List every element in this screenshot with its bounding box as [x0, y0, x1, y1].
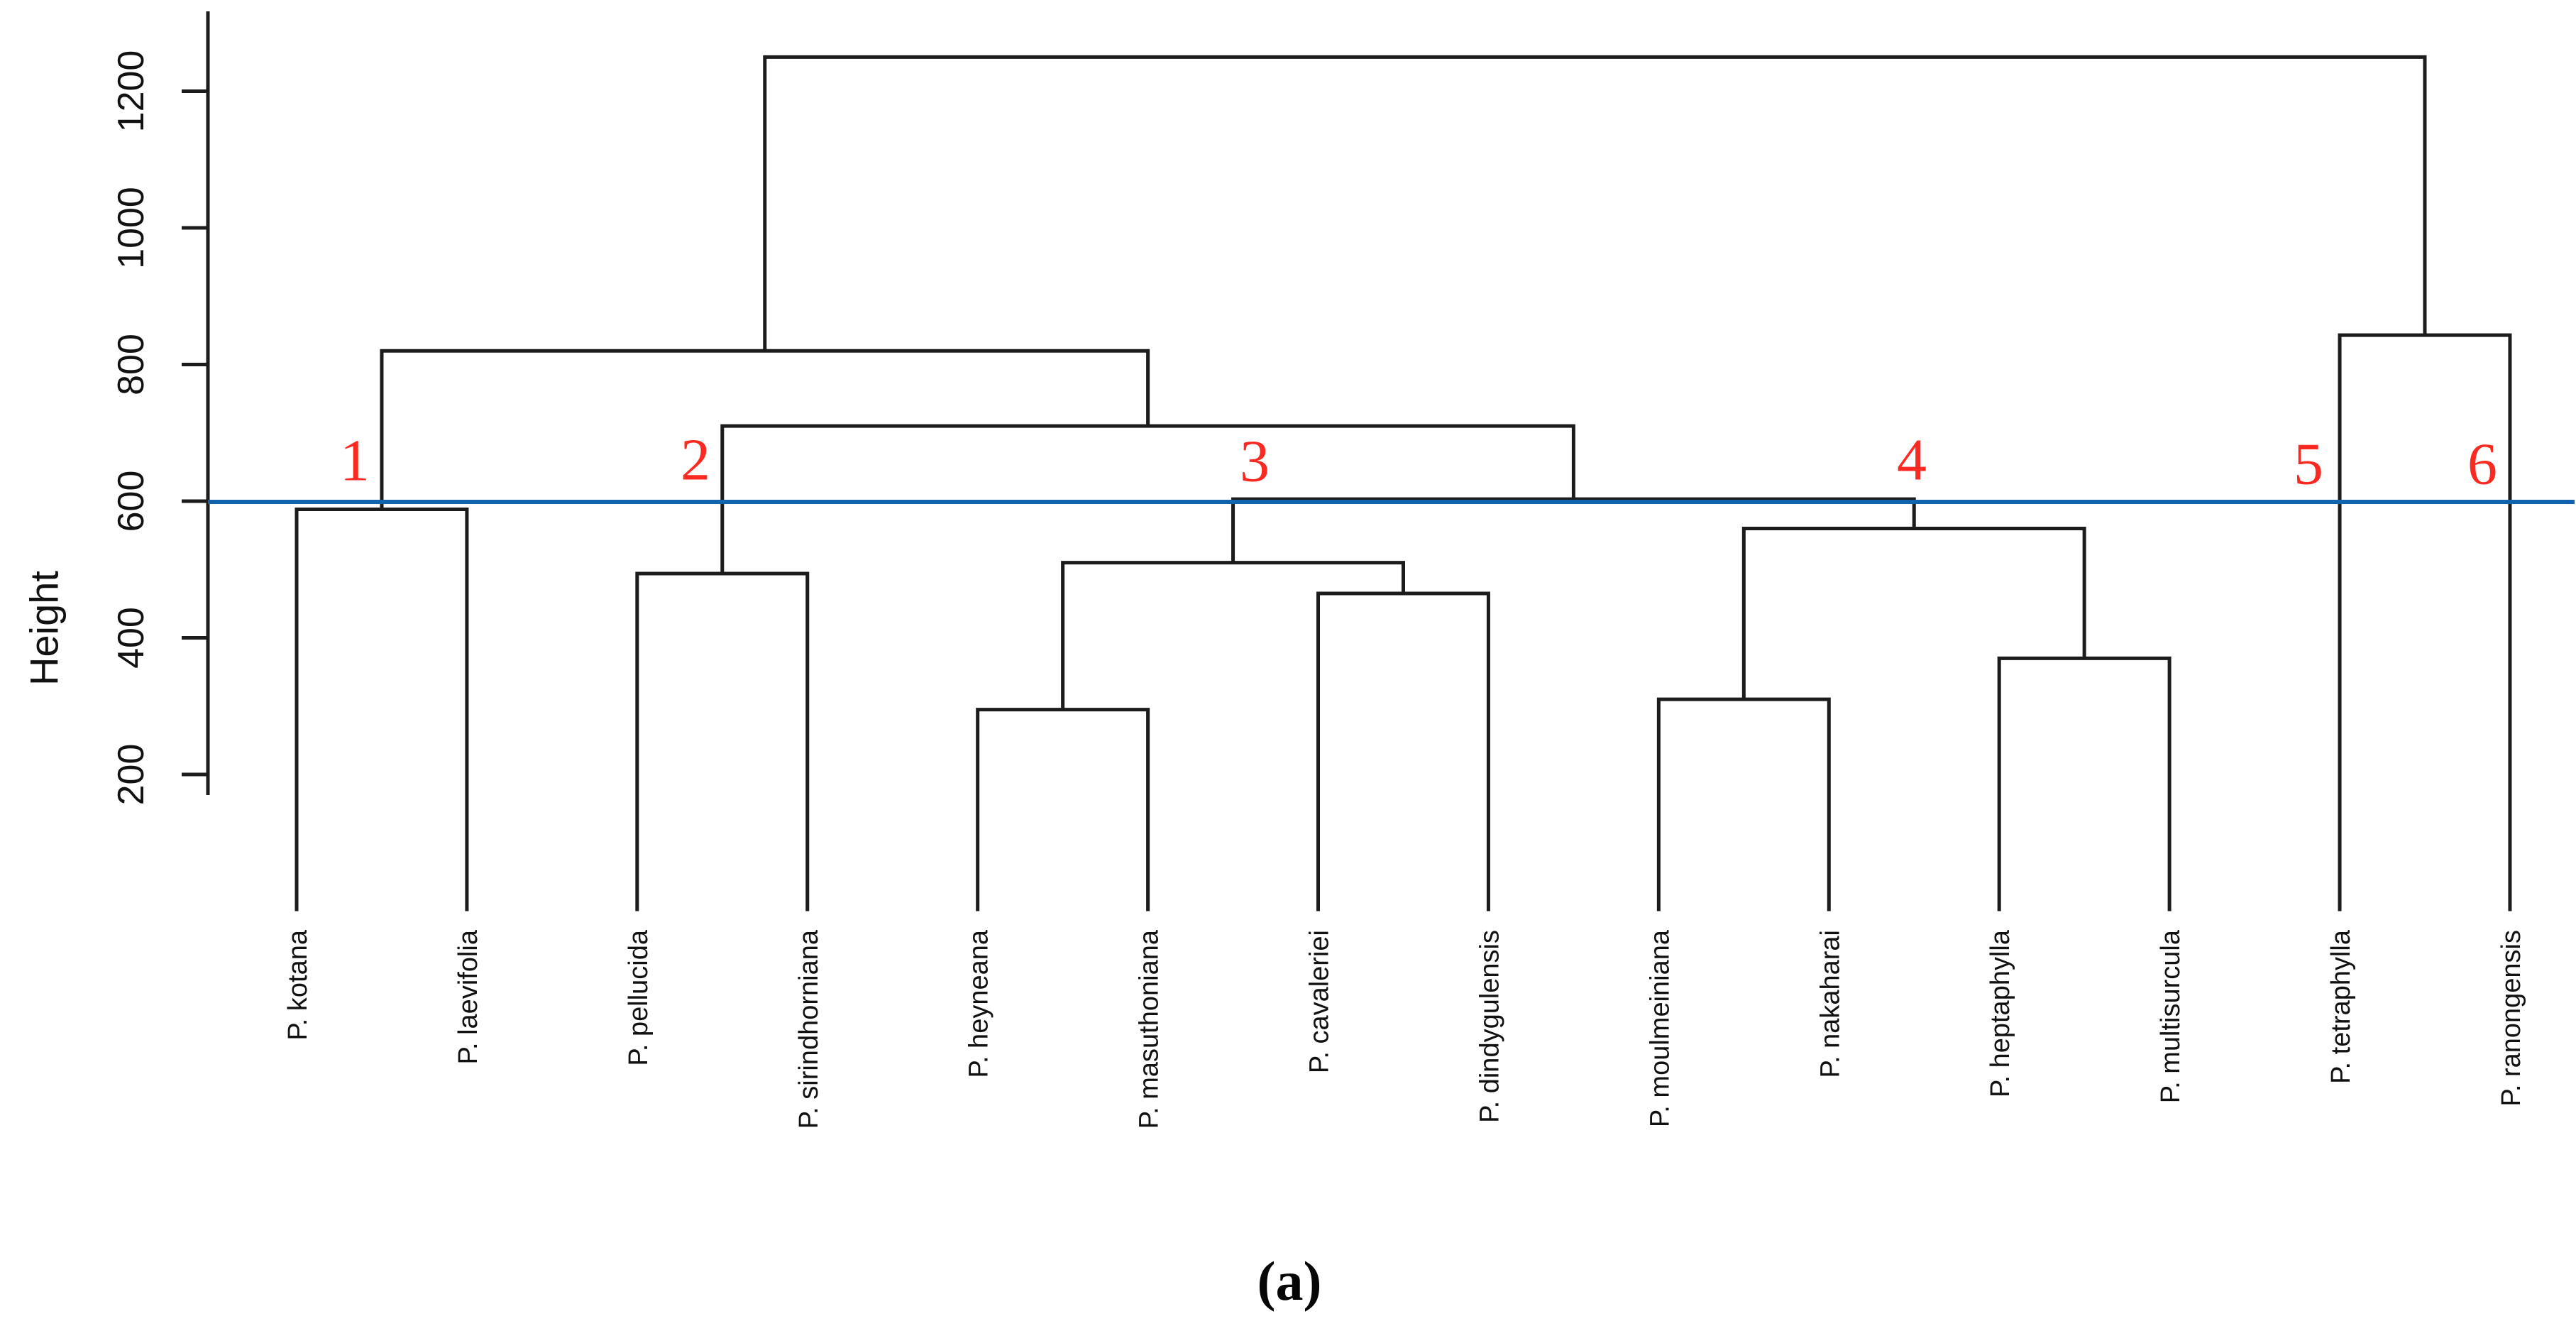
cluster-number: 2 — [681, 427, 710, 493]
leaf-label: P. nakaharai — [1815, 930, 1845, 1078]
figure-caption: (a) — [1257, 1250, 1322, 1312]
cluster-number: 5 — [2294, 432, 2323, 498]
leaf-label: P. laevifolia — [453, 929, 483, 1064]
leaf-label: P. pellucida — [624, 929, 654, 1066]
y-axis-tick-label: 800 — [111, 334, 152, 395]
y-axis-tick-label: 400 — [111, 607, 152, 669]
cluster-number: 6 — [2467, 432, 2497, 498]
leaf-label: P. masuthoniana — [1135, 929, 1165, 1129]
y-axis-tick-label: 1200 — [111, 50, 152, 133]
dendrogram-branch — [2338, 333, 2512, 911]
dendrogram-branch — [763, 55, 2427, 351]
leaf-label: P. tetraphylla — [2326, 929, 2356, 1084]
y-axis-tick-label: 600 — [111, 471, 152, 532]
dendrogram-branch — [380, 349, 1150, 510]
leaf-label: P. heptaphylla — [1986, 929, 2015, 1097]
cluster-number: 4 — [1897, 427, 1927, 493]
leaf-label: P. sirindhorniana — [794, 929, 824, 1129]
dendrogram-branch — [976, 708, 1150, 911]
y-axis-tick-label: 200 — [111, 744, 152, 806]
dendrogram-branch — [295, 508, 469, 911]
y-axis-tick-label: 1000 — [111, 187, 152, 269]
cluster-number: 3 — [1240, 429, 1270, 495]
leaf-label: P. cavaleriei — [1305, 930, 1335, 1073]
leaf-label: P. kotana — [283, 929, 313, 1041]
leaf-label: P. multisurcula — [2156, 929, 2186, 1103]
leaf-label: P. dindygulensis — [1475, 930, 1504, 1123]
dendrogram-branch — [1316, 591, 1490, 911]
dendrogram-branch — [1997, 656, 2172, 911]
dendrogram-branch — [1656, 697, 1831, 911]
y-axis-title: Height — [21, 571, 67, 686]
leaf-label: P. ranongensis — [2497, 930, 2526, 1107]
leaf-label: P. moulmeiniana — [1645, 929, 1675, 1127]
leaf-label: P. heyneana — [964, 929, 994, 1078]
dendrogram-branch — [1231, 497, 1916, 563]
cluster-number: 1 — [340, 428, 370, 494]
dendrogram-branch — [635, 571, 810, 911]
dendrogram-branch — [1741, 527, 2086, 700]
dendrogram-branch — [1061, 561, 1405, 710]
